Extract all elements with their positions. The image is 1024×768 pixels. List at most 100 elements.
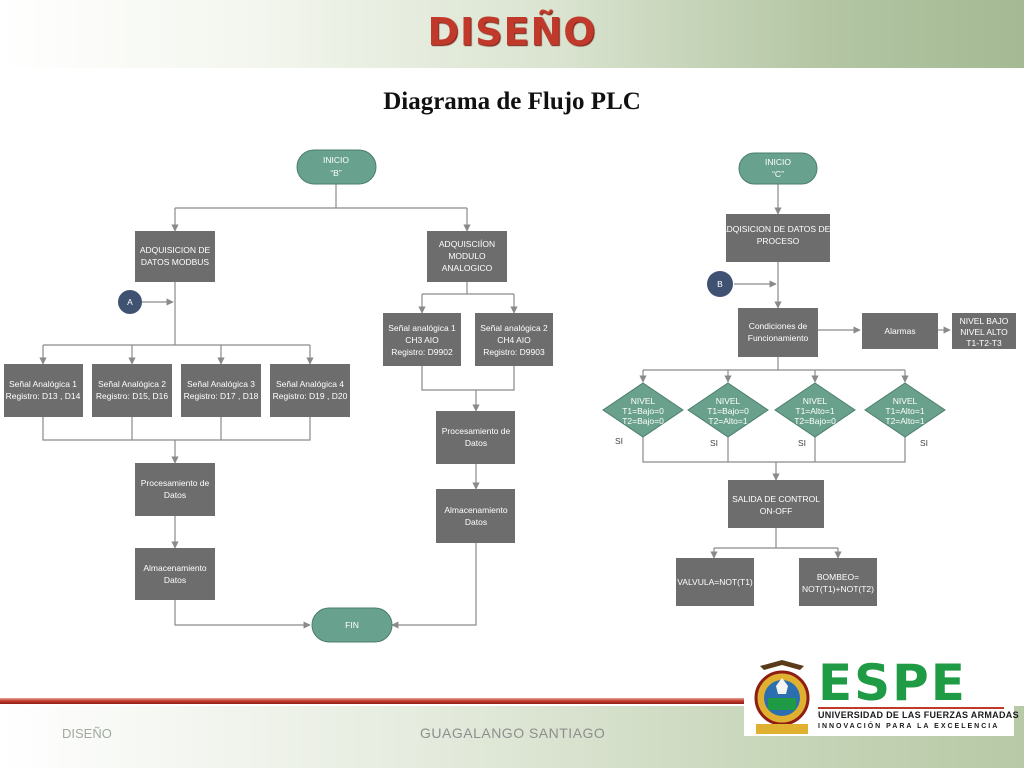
svg-text:“B”: “B” [330, 168, 342, 178]
svg-text:T2=Bajo=0: T2=Bajo=0 [794, 416, 836, 426]
levels-box: NIVEL BAJO NIVEL ALTO T1-T2-T3 [952, 313, 1016, 349]
svg-text:INICIO: INICIO [765, 157, 791, 167]
svg-text:Datos: Datos [465, 517, 487, 527]
svg-text:ADQUISICION DE: ADQUISICION DE [140, 245, 211, 255]
logo-tagline: INNOVACIÓN PARA LA EXCELENCIA [818, 723, 1000, 730]
yes-label-1: SI [615, 436, 623, 446]
start-b-node: INICIO “B” [296, 149, 377, 185]
university-logo: ESPE UNIVERSIDAD DE LAS FUERZAS ARMADAS … [744, 654, 1019, 736]
end-node: FIN [311, 607, 393, 643]
svg-text:ON-OFF: ON-OFF [760, 506, 793, 516]
svg-text:SALIDA DE CONTROL: SALIDA DE CONTROL [732, 494, 820, 504]
processing-right-box: Procesamiento de Datos [436, 411, 515, 464]
logo-red-line [818, 707, 1004, 709]
decision-2-diamond: NIVEL T1=Bajo=0 T2=Alto=1 [687, 382, 769, 438]
start-c-node: INICIO “C” [738, 152, 818, 185]
svg-text:Datos: Datos [465, 438, 487, 448]
svg-text:ADQUISCIÍON: ADQUISCIÍON [439, 239, 495, 249]
diagram-title: Diagrama de Flujo PLC [383, 88, 641, 115]
svg-text:PROCESO: PROCESO [757, 236, 800, 246]
svg-text:B: B [717, 279, 723, 289]
flow-c-connectors [639, 184, 951, 559]
svg-text:CH4 AIO: CH4 AIO [497, 335, 531, 345]
flow-b-connectors [39, 183, 518, 629]
signal-1-box: Señal Analógica 1 Registro: D13 , D14 [4, 364, 83, 417]
ch4-signal-box: Señal analógica 2 CH4 AIO Registro: D990… [475, 313, 553, 366]
svg-text:Señal analógica 2: Señal analógica 2 [480, 323, 548, 333]
svg-text:Almacenamiento: Almacenamiento [444, 505, 508, 515]
yes-label-2: SI [710, 438, 718, 448]
svg-text:NIVEL: NIVEL [716, 396, 741, 406]
svg-text:T1=Bajo=0: T1=Bajo=0 [622, 406, 664, 416]
processing-left-box: Procesamiento de Datos [135, 463, 215, 516]
svg-text:T1-T2-T3: T1-T2-T3 [966, 338, 1002, 348]
svg-text:Registro: D9903: Registro: D9903 [483, 347, 545, 357]
svg-text:VALVULA=NOT(T1): VALVULA=NOT(T1) [677, 577, 753, 587]
analog-module-box: ADQUISCIÍON MODULO ANALOGICO [427, 231, 507, 282]
svg-text:NOT(T1)+NOT(T2): NOT(T1)+NOT(T2) [802, 584, 874, 594]
svg-text:NIVEL: NIVEL [803, 396, 828, 406]
logo-university-name: UNIVERSIDAD DE LAS FUERZAS ARMADAS [818, 710, 1019, 720]
svg-text:NIVEL: NIVEL [893, 396, 918, 406]
seal-icon [754, 660, 810, 734]
svg-text:Procesamiento de: Procesamiento de [442, 426, 511, 436]
svg-text:FIN: FIN [345, 620, 359, 630]
svg-text:T2=Alto=1: T2=Alto=1 [708, 416, 747, 426]
footer-author: GUAGALANGO SANTIAGO [420, 725, 606, 741]
decision-4-diamond: NIVEL T1=Alto=1 T2=Alto=1 [864, 382, 946, 438]
header-banner [0, 0, 1024, 68]
decision-1-diamond: NIVEL T1=Bajo=0 T2=Bajo=0 [602, 382, 684, 438]
ch3-signal-box: Señal analógica 1 CH3 AIO Registro: D990… [383, 313, 461, 366]
svg-text:Señal Analógica 1: Señal Analógica 1 [9, 379, 77, 389]
valve-box: VALVULA=NOT(T1) [676, 558, 754, 606]
svg-text:ADQISICION DE DATOS DEL: ADQISICION DE DATOS DEL [721, 224, 835, 234]
svg-text:NIVEL ALTO: NIVEL ALTO [960, 327, 1008, 337]
yes-label-4: SI [920, 438, 928, 448]
footer-red-bar [0, 698, 760, 704]
flowchart: INICIO “B” ADQUISICION DE DATOS MODBUS A… [4, 149, 1016, 643]
process-acquisition-box: ADQISICION DE DATOS DEL PROCESO [721, 214, 835, 262]
svg-text:T2=Alto=1: T2=Alto=1 [885, 416, 924, 426]
svg-text:MODULO: MODULO [448, 251, 486, 261]
svg-text:CH3 AIO: CH3 AIO [405, 335, 439, 345]
storage-left-box: Almacenamiento Datos [135, 548, 215, 600]
svg-text:NIVEL: NIVEL [631, 396, 656, 406]
svg-text:DATOS MODBUS: DATOS MODBUS [141, 257, 209, 267]
svg-text:T1=Alto=1: T1=Alto=1 [795, 406, 834, 416]
svg-text:Alarmas: Alarmas [884, 326, 915, 336]
svg-text:ANALOGICO: ANALOGICO [442, 263, 493, 273]
svg-text:Señal Analógica 3: Señal Analógica 3 [187, 379, 255, 389]
svg-text:Procesamiento de: Procesamiento de [141, 478, 210, 488]
logo-name: ESPE [818, 654, 967, 712]
svg-text:Registro: D9902: Registro: D9902 [391, 347, 453, 357]
svg-text:INICIO: INICIO [323, 155, 349, 165]
svg-text:Datos: Datos [164, 490, 186, 500]
svg-text:Señal analógica 1: Señal analógica 1 [388, 323, 456, 333]
footer-section-label: DISEÑO [62, 726, 112, 741]
connector-b: B [707, 271, 733, 297]
signal-3-box: Señal Analógica 3 Registro: D17 , D18 [181, 364, 261, 417]
svg-text:Señal Analógica 2: Señal Analógica 2 [98, 379, 166, 389]
svg-text:NIVEL BAJO: NIVEL BAJO [960, 316, 1009, 326]
conditions-box: Condiciones de Funcionamiento [738, 308, 818, 357]
yes-label-3: SI [798, 438, 806, 448]
svg-text:Funcionamiento: Funcionamiento [748, 333, 809, 343]
alarms-box: Alarmas [862, 313, 938, 349]
control-output-box: SALIDA DE CONTROL ON-OFF [728, 480, 824, 528]
svg-text:T1=Alto=1: T1=Alto=1 [885, 406, 924, 416]
svg-text:T2=Bajo=0: T2=Bajo=0 [622, 416, 664, 426]
svg-text:Condiciones de: Condiciones de [749, 321, 808, 331]
signal-2-box: Señal Analógica 2 Registro: D15, D16 [92, 364, 172, 417]
modbus-acquisition-box: ADQUISICION DE DATOS MODBUS [135, 231, 215, 282]
decision-3-diamond: NIVEL T1=Alto=1 T2=Bajo=0 [774, 382, 856, 438]
svg-text:Almacenamiento: Almacenamiento [143, 563, 207, 573]
svg-text:Registro: D15, D16: Registro: D15, D16 [96, 391, 169, 401]
svg-text:T1=Bajo=0: T1=Bajo=0 [707, 406, 749, 416]
svg-text:Registro: D19 , D20: Registro: D19 , D20 [273, 391, 348, 401]
svg-text:Registro: D13 , D14: Registro: D13 , D14 [6, 391, 81, 401]
connector-a: A [118, 290, 142, 314]
signal-4-box: Señal Analógica 4 Registro: D19 , D20 [270, 364, 350, 417]
pump-box: BOMBEO= NOT(T1)+NOT(T2) [799, 558, 877, 606]
svg-text:“C”: “C” [772, 169, 784, 179]
slide-title: DISEÑO [427, 10, 597, 54]
